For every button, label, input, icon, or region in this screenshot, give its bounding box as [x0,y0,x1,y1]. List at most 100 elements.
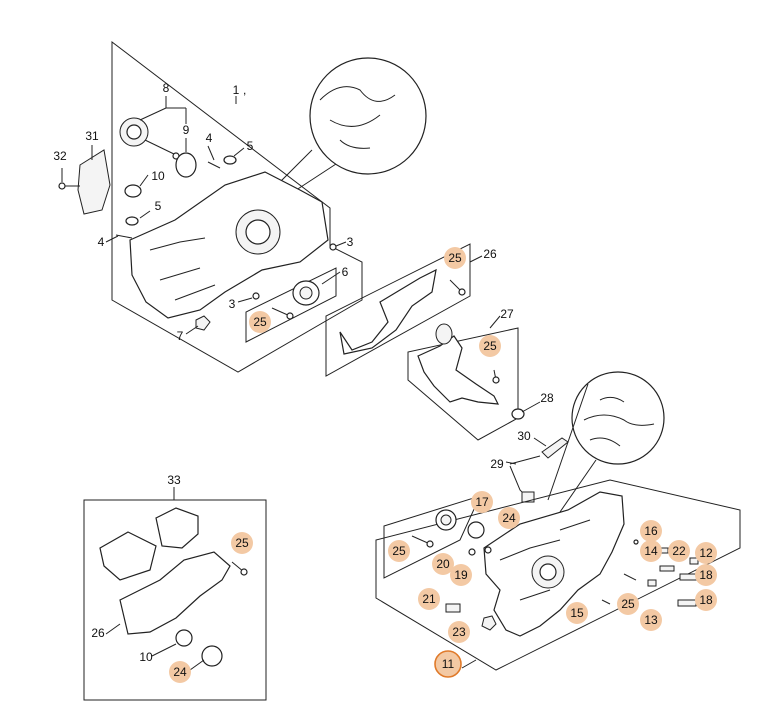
callout-1-comma: , [243,83,246,97]
svg-text:19: 19 [454,568,468,582]
callout-21[interactable]: 21 [418,588,440,610]
crankcase-half-upper [129,171,329,319]
callout-1[interactable]: 1 [233,83,240,97]
part-24-set-seal [201,645,223,667]
subgroup-frame-17 [383,495,481,579]
callout-4-b[interactable]: 4 [98,235,105,249]
callout-25-e[interactable]: 25 [388,540,410,562]
group-crankcase-upper [58,40,427,373]
group-pickup-29-30 [509,437,569,503]
callout-23[interactable]: 23 [448,621,470,643]
svg-text:25: 25 [448,251,462,265]
callout-33[interactable]: 33 [167,473,181,487]
callout-19[interactable]: 19 [450,564,472,586]
part-15-pin [601,599,611,605]
callout-26-b[interactable]: 26 [91,626,105,640]
svg-text:25: 25 [253,315,267,329]
part-25-gasket-screw [458,288,466,296]
callout-11[interactable]: 11 [434,650,462,678]
part-25-set-screw [240,568,248,576]
callout-10-a[interactable]: 10 [151,169,165,183]
part-10-seal [124,184,142,198]
part-24-seal [467,521,485,539]
part-10-set-seal [175,629,193,647]
callout-29[interactable]: 29 [490,457,504,471]
group-crankcase-lower [375,479,741,671]
callout-10-b[interactable]: 10 [139,650,153,664]
svg-text:18: 18 [699,568,713,582]
part-8-oil-pump [119,117,180,160]
callout-14[interactable]: 14 [640,540,662,562]
svg-text:20: 20 [436,557,450,571]
part-7-plug [195,315,211,331]
callout-18-b[interactable]: 18 [695,589,717,611]
group-frame-1 [111,40,363,373]
svg-text:22: 22 [672,544,686,558]
callout-27[interactable]: 27 [500,307,514,321]
callout-25-a[interactable]: 25 [249,311,271,333]
part-18-stud-b [677,599,697,607]
callout-32[interactable]: 32 [53,149,67,163]
part-3-dowel [329,243,337,251]
part-31-cover [77,149,111,215]
callout-12[interactable]: 12 [695,542,717,564]
group-frame-33 [83,499,267,701]
callout-31[interactable]: 31 [85,129,99,143]
part-23-plug [481,615,497,631]
callout-17[interactable]: 17 [471,491,493,513]
group-frame-27 [407,327,519,441]
gasket-cylinder [99,531,157,581]
part-28-circlip [511,408,525,420]
part-25-bearing-screw [426,540,434,548]
callout-7[interactable]: 7 [177,329,184,343]
callout-13[interactable]: 13 [640,609,662,631]
svg-text:21: 21 [422,592,436,606]
callouts: 8 9 1 , 4 5 31 32 10 5 4 3 6 3 7 26 27 2… [53,81,717,683]
svg-text:25: 25 [483,339,497,353]
callout-30[interactable]: 30 [517,429,531,443]
callout-5-a[interactable]: 5 [247,139,254,153]
callout-26-a[interactable]: 26 [483,247,497,261]
part-9-oring [175,152,197,178]
callout-9[interactable]: 9 [183,123,190,137]
leader-lines [61,96,547,671]
part-30-fitting [541,437,569,459]
callout-22[interactable]: 22 [668,540,690,562]
callout-25-b[interactable]: 25 [444,247,466,269]
part-25-crank-screw [492,376,500,384]
svg-text:23: 23 [452,625,466,639]
part-32-screw [58,182,66,190]
svg-text:24: 24 [502,511,516,525]
callout-5-b[interactable]: 5 [155,199,162,213]
group-frame-11 [375,479,741,671]
callout-18-a[interactable]: 18 [695,564,717,586]
callout-25-c[interactable]: 25 [479,335,501,357]
svg-text:18: 18 [699,593,713,607]
callout-28[interactable]: 28 [540,391,554,405]
svg-text:25: 25 [621,597,635,611]
part-21-fitting [445,603,461,613]
callout-8[interactable]: 8 [163,81,170,95]
callout-3-b[interactable]: 3 [229,297,236,311]
callout-25-d[interactable]: 25 [231,532,253,554]
part-25-long-screw [623,573,637,581]
callout-20[interactable]: 20 [432,553,454,575]
part-12-nut [689,557,699,565]
part-16-pin [633,539,639,545]
part-4-pin [207,161,221,169]
callout-4-a[interactable]: 4 [206,131,213,145]
callout-6[interactable]: 6 [342,265,349,279]
callout-24-b[interactable]: 24 [498,507,520,529]
callout-25-f[interactable]: 25 [617,593,639,615]
svg-text:13: 13 [644,613,658,627]
svg-text:16: 16 [644,524,658,538]
svg-text:24: 24 [173,665,187,679]
callout-15[interactable]: 15 [566,602,588,624]
svg-text:11: 11 [442,657,455,671]
part-27-crankshaft [417,335,500,405]
callout-16[interactable]: 16 [640,520,662,542]
gasket-crankcase [119,551,231,635]
callout-3-a[interactable]: 3 [347,235,354,249]
callout-24-a[interactable]: 24 [169,661,191,683]
